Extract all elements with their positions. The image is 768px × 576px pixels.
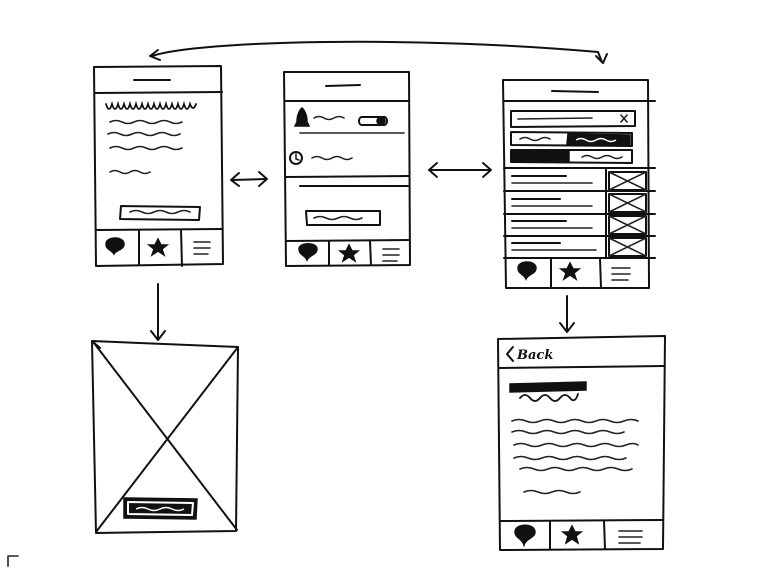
screen-title-mark bbox=[551, 90, 599, 93]
toggle-switch bbox=[358, 116, 388, 126]
screen-text-content bbox=[93, 65, 224, 267]
text-line bbox=[523, 489, 581, 495]
bell-icon bbox=[293, 107, 311, 127]
clock-icon bbox=[289, 151, 303, 165]
image-placeholder bbox=[608, 171, 647, 191]
corner-mark bbox=[7, 555, 19, 567]
menu-icon bbox=[382, 248, 400, 262]
screen-search-list bbox=[502, 79, 656, 289]
text-line bbox=[513, 442, 639, 448]
text-line bbox=[109, 169, 151, 175]
text-line bbox=[107, 131, 181, 137]
screen-detail: Back bbox=[497, 335, 666, 551]
clear-icon bbox=[620, 114, 628, 123]
text-line bbox=[511, 418, 639, 424]
text-line bbox=[109, 145, 183, 151]
star-icon bbox=[560, 524, 584, 545]
heading-scribble bbox=[105, 100, 197, 110]
text-line bbox=[109, 119, 183, 125]
image-placeholder bbox=[608, 193, 647, 213]
image-placeholder bbox=[608, 237, 647, 257]
loop-arrow bbox=[149, 40, 608, 64]
blob-icon bbox=[514, 524, 536, 548]
text-line bbox=[513, 455, 627, 461]
text-line bbox=[519, 466, 633, 472]
text-line bbox=[511, 429, 625, 435]
search-input bbox=[510, 110, 636, 128]
back-button[interactable]: Back bbox=[506, 346, 553, 363]
star-icon bbox=[558, 261, 582, 281]
screen-title-mark bbox=[325, 84, 361, 87]
star-icon bbox=[146, 237, 170, 257]
blob-icon bbox=[298, 243, 318, 263]
button bbox=[119, 205, 201, 221]
screen-image-placeholder bbox=[91, 340, 239, 534]
double-arrow-2-3 bbox=[428, 162, 492, 178]
menu-icon bbox=[618, 530, 643, 544]
image-placeholder bbox=[608, 215, 647, 235]
blob-icon bbox=[105, 237, 125, 256]
down-arrow-left bbox=[150, 283, 166, 341]
menu-icon bbox=[611, 267, 631, 281]
detail-heading bbox=[509, 381, 587, 393]
button bbox=[305, 210, 381, 226]
down-arrow-right bbox=[559, 295, 575, 333]
blob-icon bbox=[517, 261, 537, 282]
screen-settings bbox=[283, 71, 411, 267]
back-label: Back bbox=[516, 348, 553, 363]
double-arrow-1-2 bbox=[230, 171, 268, 187]
filter-chip-selected bbox=[511, 150, 570, 163]
menu-icon bbox=[193, 241, 211, 255]
chevron-left-icon bbox=[506, 346, 514, 362]
star-icon bbox=[337, 243, 361, 263]
